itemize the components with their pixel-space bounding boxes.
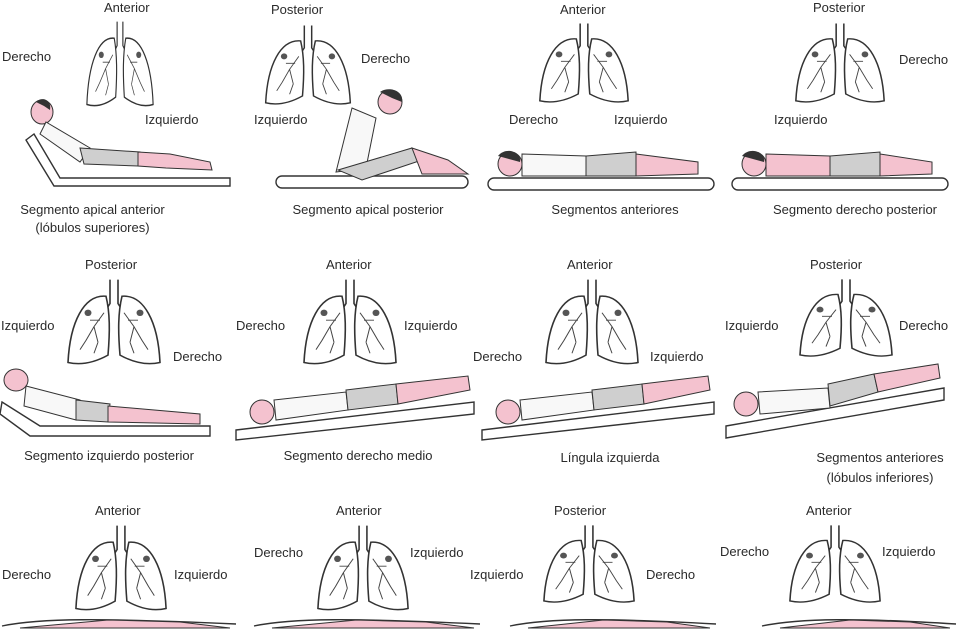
side-right-label: Izquierdo <box>404 318 458 333</box>
side-right-label: Derecho <box>899 52 949 67</box>
side-left-label: Derecho <box>509 112 559 127</box>
lungs-diagram <box>303 279 397 365</box>
orientation-top-label: Posterior <box>813 0 866 15</box>
orientation-top-label: Anterior <box>567 257 613 272</box>
caption: Língula izquierda <box>560 450 660 465</box>
side-left-label: Izquierdo <box>725 318 779 333</box>
lungs-diagram <box>75 525 167 611</box>
side-right-label: Izquierdo <box>145 112 199 127</box>
orientation-top-label: Anterior <box>560 2 606 17</box>
caption: Segmentos anteriores <box>816 450 944 465</box>
caption: Segmento derecho medio <box>283 448 433 463</box>
side-right-label: Izquierdo <box>614 112 668 127</box>
side-right-label: Izquierdo <box>174 567 228 582</box>
side-left-label: Izquierdo <box>1 318 55 333</box>
patient-figure <box>235 375 475 441</box>
patient-figure <box>761 619 957 629</box>
lungs-diagram <box>67 279 161 365</box>
side-right-label: Derecho <box>646 567 696 582</box>
side-left-label: Derecho <box>2 49 52 64</box>
side-left-label: Izquierdo <box>254 112 308 127</box>
patient-figure <box>25 99 231 187</box>
orientation-top-label: Posterior <box>554 503 607 518</box>
patient-figure <box>253 619 481 629</box>
side-right-label: Derecho <box>173 349 223 364</box>
caption-sub: (lóbulos superiores) <box>35 220 150 235</box>
caption: Segmento apical posterior <box>292 202 444 217</box>
orientation-top-label: Anterior <box>336 503 382 518</box>
orientation-top-label: Posterior <box>810 257 863 272</box>
caption-sub: (lóbulos inferiores) <box>826 470 934 485</box>
side-left-label: Izquierdo <box>774 112 828 127</box>
side-right-label: Izquierdo <box>882 544 936 559</box>
side-right-label: Derecho <box>899 318 949 333</box>
caption: Segmento izquierdo posterior <box>24 448 194 463</box>
lungs-diagram <box>795 23 885 103</box>
orientation-top-label: Anterior <box>806 503 852 518</box>
caption: Segmentos anteriores <box>551 202 679 217</box>
side-left-label: Derecho <box>473 349 523 364</box>
lungs-diagram <box>789 525 881 603</box>
orientation-top-label: Posterior <box>85 257 138 272</box>
side-left-label: Izquierdo <box>470 567 524 582</box>
caption: Segmento apical anterior <box>20 202 165 217</box>
lungs-diagram <box>317 525 409 611</box>
caption: Segmento derecho posterior <box>772 202 938 217</box>
patient-figure <box>481 375 715 441</box>
side-left-label: Derecho <box>720 544 770 559</box>
side-right-label: Izquierdo <box>410 545 464 560</box>
lungs-diagram <box>86 21 154 107</box>
side-left-label: Derecho <box>236 318 286 333</box>
orientation-top-label: Anterior <box>326 257 372 272</box>
side-left-label: Derecho <box>254 545 304 560</box>
patient-figure <box>1 619 237 629</box>
patient-figure <box>487 150 715 191</box>
orientation-top-label: Anterior <box>104 0 150 15</box>
side-right-label: Izquierdo <box>650 349 704 364</box>
patient-figure <box>731 150 949 191</box>
patient-figure <box>275 89 470 189</box>
side-left-label: Derecho <box>2 567 52 582</box>
lungs-diagram <box>545 279 639 365</box>
patient-figure <box>0 368 211 437</box>
lungs-diagram <box>539 23 629 103</box>
side-right-label: Derecho <box>361 51 411 66</box>
lungs-diagram <box>543 525 635 603</box>
patient-figure <box>725 363 945 439</box>
orientation-top-label: Anterior <box>95 503 141 518</box>
lungs-diagram <box>264 25 352 105</box>
patient-figure <box>509 619 717 629</box>
orientation-top-label: Posterior <box>271 2 324 17</box>
lungs-diagram <box>799 279 893 357</box>
